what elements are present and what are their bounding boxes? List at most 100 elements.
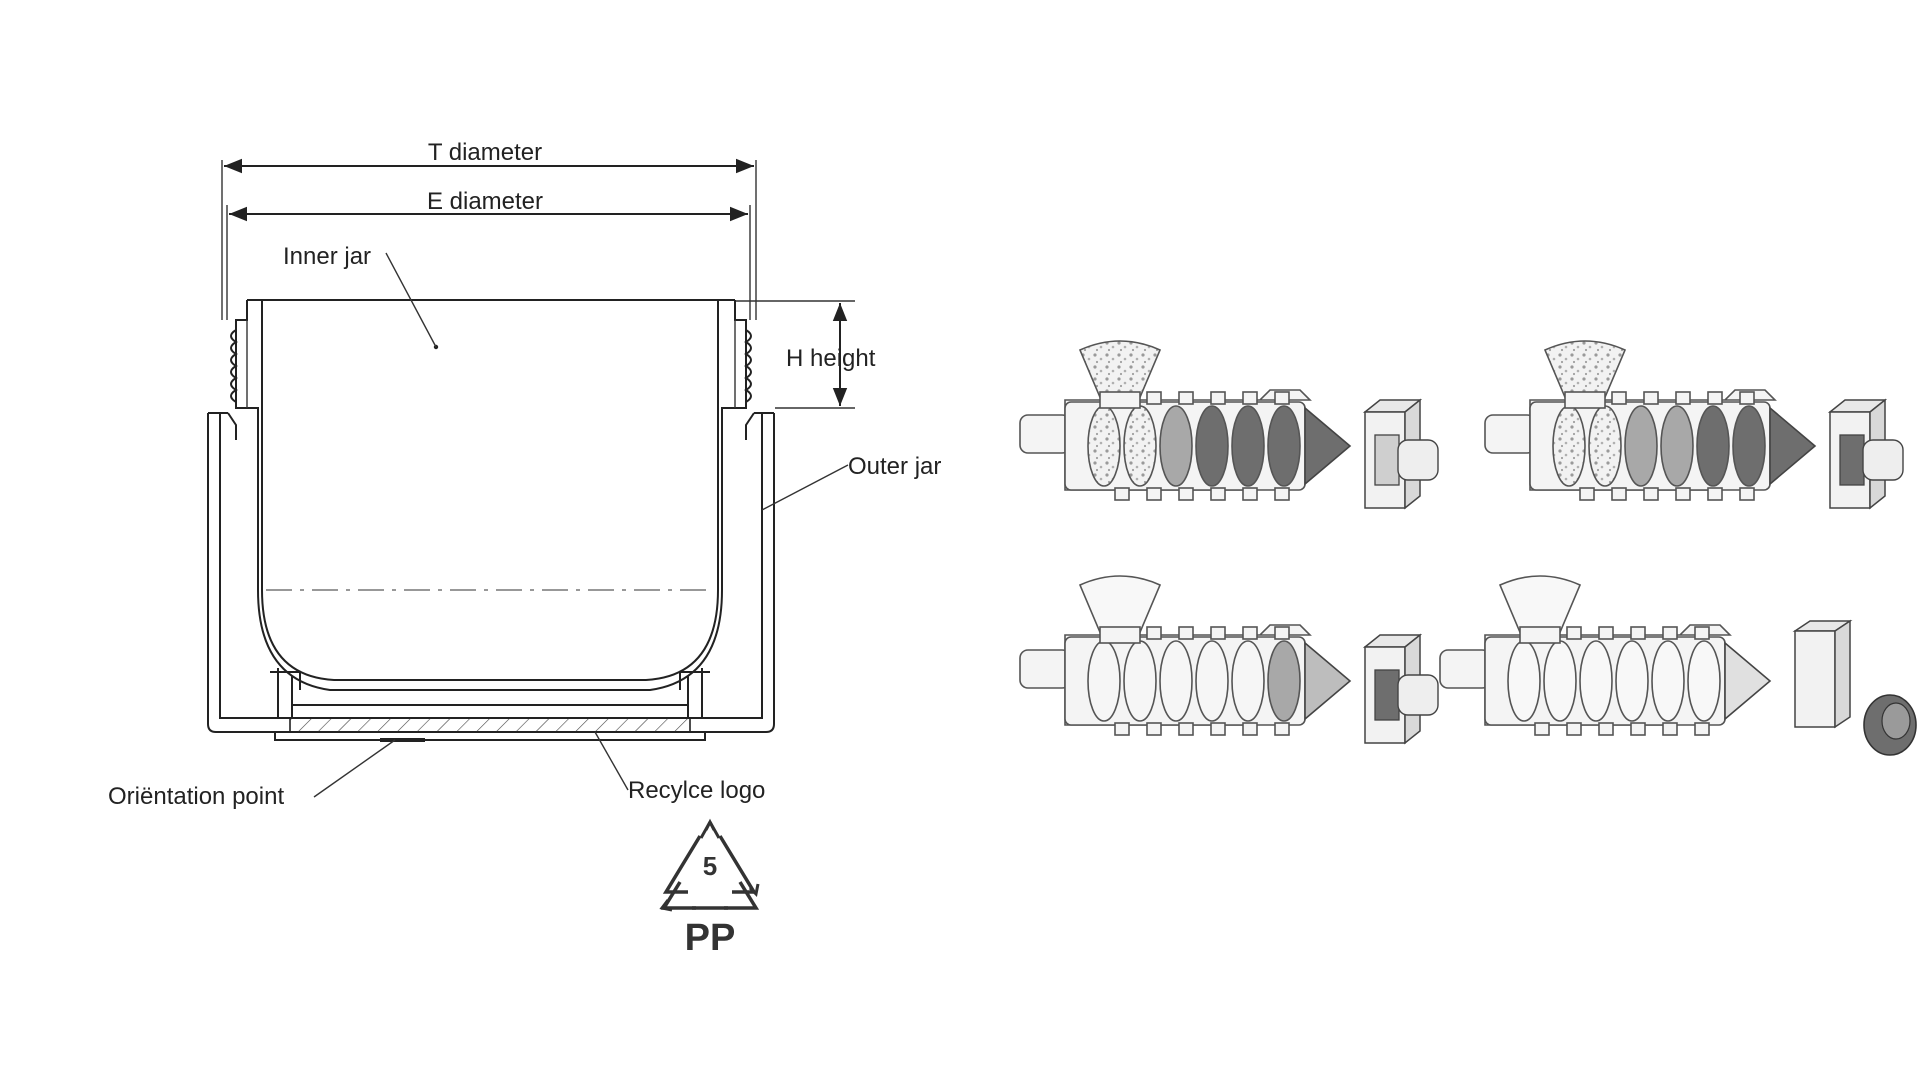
screw-flight — [1660, 405, 1694, 487]
screw-flight — [1087, 640, 1121, 722]
barrel-fin — [1274, 722, 1290, 736]
barrel-fin — [1274, 626, 1290, 640]
barrel-fin — [1739, 487, 1755, 501]
screw-flight — [1087, 405, 1121, 487]
screw-flight — [1123, 405, 1157, 487]
screw-flight — [1552, 405, 1586, 487]
barrel-fin — [1242, 722, 1258, 736]
mold-side — [1834, 619, 1851, 729]
nozzle-cone — [1724, 641, 1772, 721]
screw-flight — [1195, 405, 1229, 487]
mold-open — [1792, 619, 1917, 756]
plunger-rod — [1484, 414, 1536, 454]
hopper-neck — [1519, 626, 1561, 644]
barrel-fin — [1566, 626, 1582, 640]
barrel-fin — [1210, 487, 1226, 501]
mold — [1362, 398, 1439, 510]
barrel-fin — [1146, 722, 1162, 736]
recycle-triangle-icon: 5 — [659, 818, 760, 912]
barrel-fin — [1274, 487, 1290, 501]
barrel-fin — [1210, 391, 1226, 405]
barrel-fin — [1242, 626, 1258, 640]
h-height-dimension — [735, 300, 855, 409]
barrel-fin — [1662, 722, 1678, 736]
barrel-fin — [1114, 487, 1130, 501]
barrel-fin — [1242, 391, 1258, 405]
screw-flight — [1267, 640, 1301, 722]
barrel-fin — [1611, 487, 1627, 501]
screw-flight — [1123, 640, 1157, 722]
barrel-fin — [1630, 722, 1646, 736]
barrel-fin — [1178, 722, 1194, 736]
barrel-fin — [1210, 722, 1226, 736]
mold-cavity — [1374, 434, 1400, 486]
barrel-fin — [1630, 626, 1646, 640]
recycle-logo-label: Recylce logo — [628, 777, 765, 804]
ejected-jar-inner — [1881, 702, 1911, 740]
injection-molding-process — [1019, 340, 1917, 756]
screw-flight — [1624, 405, 1658, 487]
screw-flight — [1195, 640, 1229, 722]
mold-cavity — [1374, 669, 1400, 721]
barrel-fin — [1566, 722, 1582, 736]
hopper — [1078, 575, 1162, 638]
screw-flight — [1159, 405, 1193, 487]
barrel-fin — [1146, 487, 1162, 501]
mold-core — [1397, 674, 1439, 716]
hopper — [1543, 340, 1627, 403]
barrel-fin — [1694, 722, 1710, 736]
barrel-fin — [1707, 391, 1723, 405]
mold-front — [1794, 630, 1836, 728]
screw-flight — [1732, 405, 1766, 487]
hopper — [1078, 340, 1162, 403]
barrel-fin — [1611, 391, 1627, 405]
orientation-point-label: Oriëntation point — [108, 783, 284, 810]
inner-jar — [230, 299, 752, 718]
orientation-point-leader — [313, 739, 396, 798]
process-stage-3 — [1019, 575, 1439, 745]
recycle-material: PP — [685, 917, 736, 959]
process-stage-4 — [1439, 575, 1917, 756]
hopper-neck — [1099, 626, 1141, 644]
screw-flight — [1696, 405, 1730, 487]
barrel-fin — [1178, 391, 1194, 405]
plunger-rod — [1019, 649, 1071, 689]
inner-jar-label: Inner jar — [283, 243, 371, 270]
nozzle-cone — [1304, 406, 1352, 486]
process-stage-2 — [1484, 340, 1904, 510]
process-stage-1 — [1019, 340, 1439, 510]
barrel-fin — [1662, 626, 1678, 640]
e-diameter-label: E diameter — [427, 188, 543, 215]
nozzle-cone — [1769, 406, 1817, 486]
barrel-fin — [1675, 391, 1691, 405]
barrel-fin — [1114, 722, 1130, 736]
barrel-fin — [1210, 626, 1226, 640]
screw-flight — [1588, 405, 1622, 487]
plunger-rod — [1019, 414, 1071, 454]
screw-flight — [1159, 640, 1193, 722]
nozzle-cone — [1304, 641, 1352, 721]
mold-core — [1862, 439, 1904, 481]
recycle-number: 5 — [703, 851, 717, 881]
hopper — [1498, 575, 1582, 638]
barrel-fin — [1643, 391, 1659, 405]
screw-flight — [1651, 640, 1685, 722]
barrel-fin — [1739, 391, 1755, 405]
jar-cross-section: T diameter E diameter Inner jar H height… — [108, 139, 941, 810]
plunger-rod — [1439, 649, 1491, 689]
screw-flight — [1579, 640, 1613, 722]
screw-flight — [1267, 405, 1301, 487]
barrel-fin — [1274, 391, 1290, 405]
outer-jar-leader — [761, 464, 849, 511]
inner-jar-leader — [385, 252, 437, 348]
mold — [1362, 633, 1439, 745]
t-diameter-dimension — [221, 158, 757, 320]
barrel-fin — [1598, 722, 1614, 736]
screw-flight — [1231, 640, 1265, 722]
barrel-fin — [1146, 626, 1162, 640]
barrel-fin — [1675, 487, 1691, 501]
screw-flight — [1687, 640, 1721, 722]
barrel-fin — [1534, 722, 1550, 736]
barrel-fin — [1178, 487, 1194, 501]
